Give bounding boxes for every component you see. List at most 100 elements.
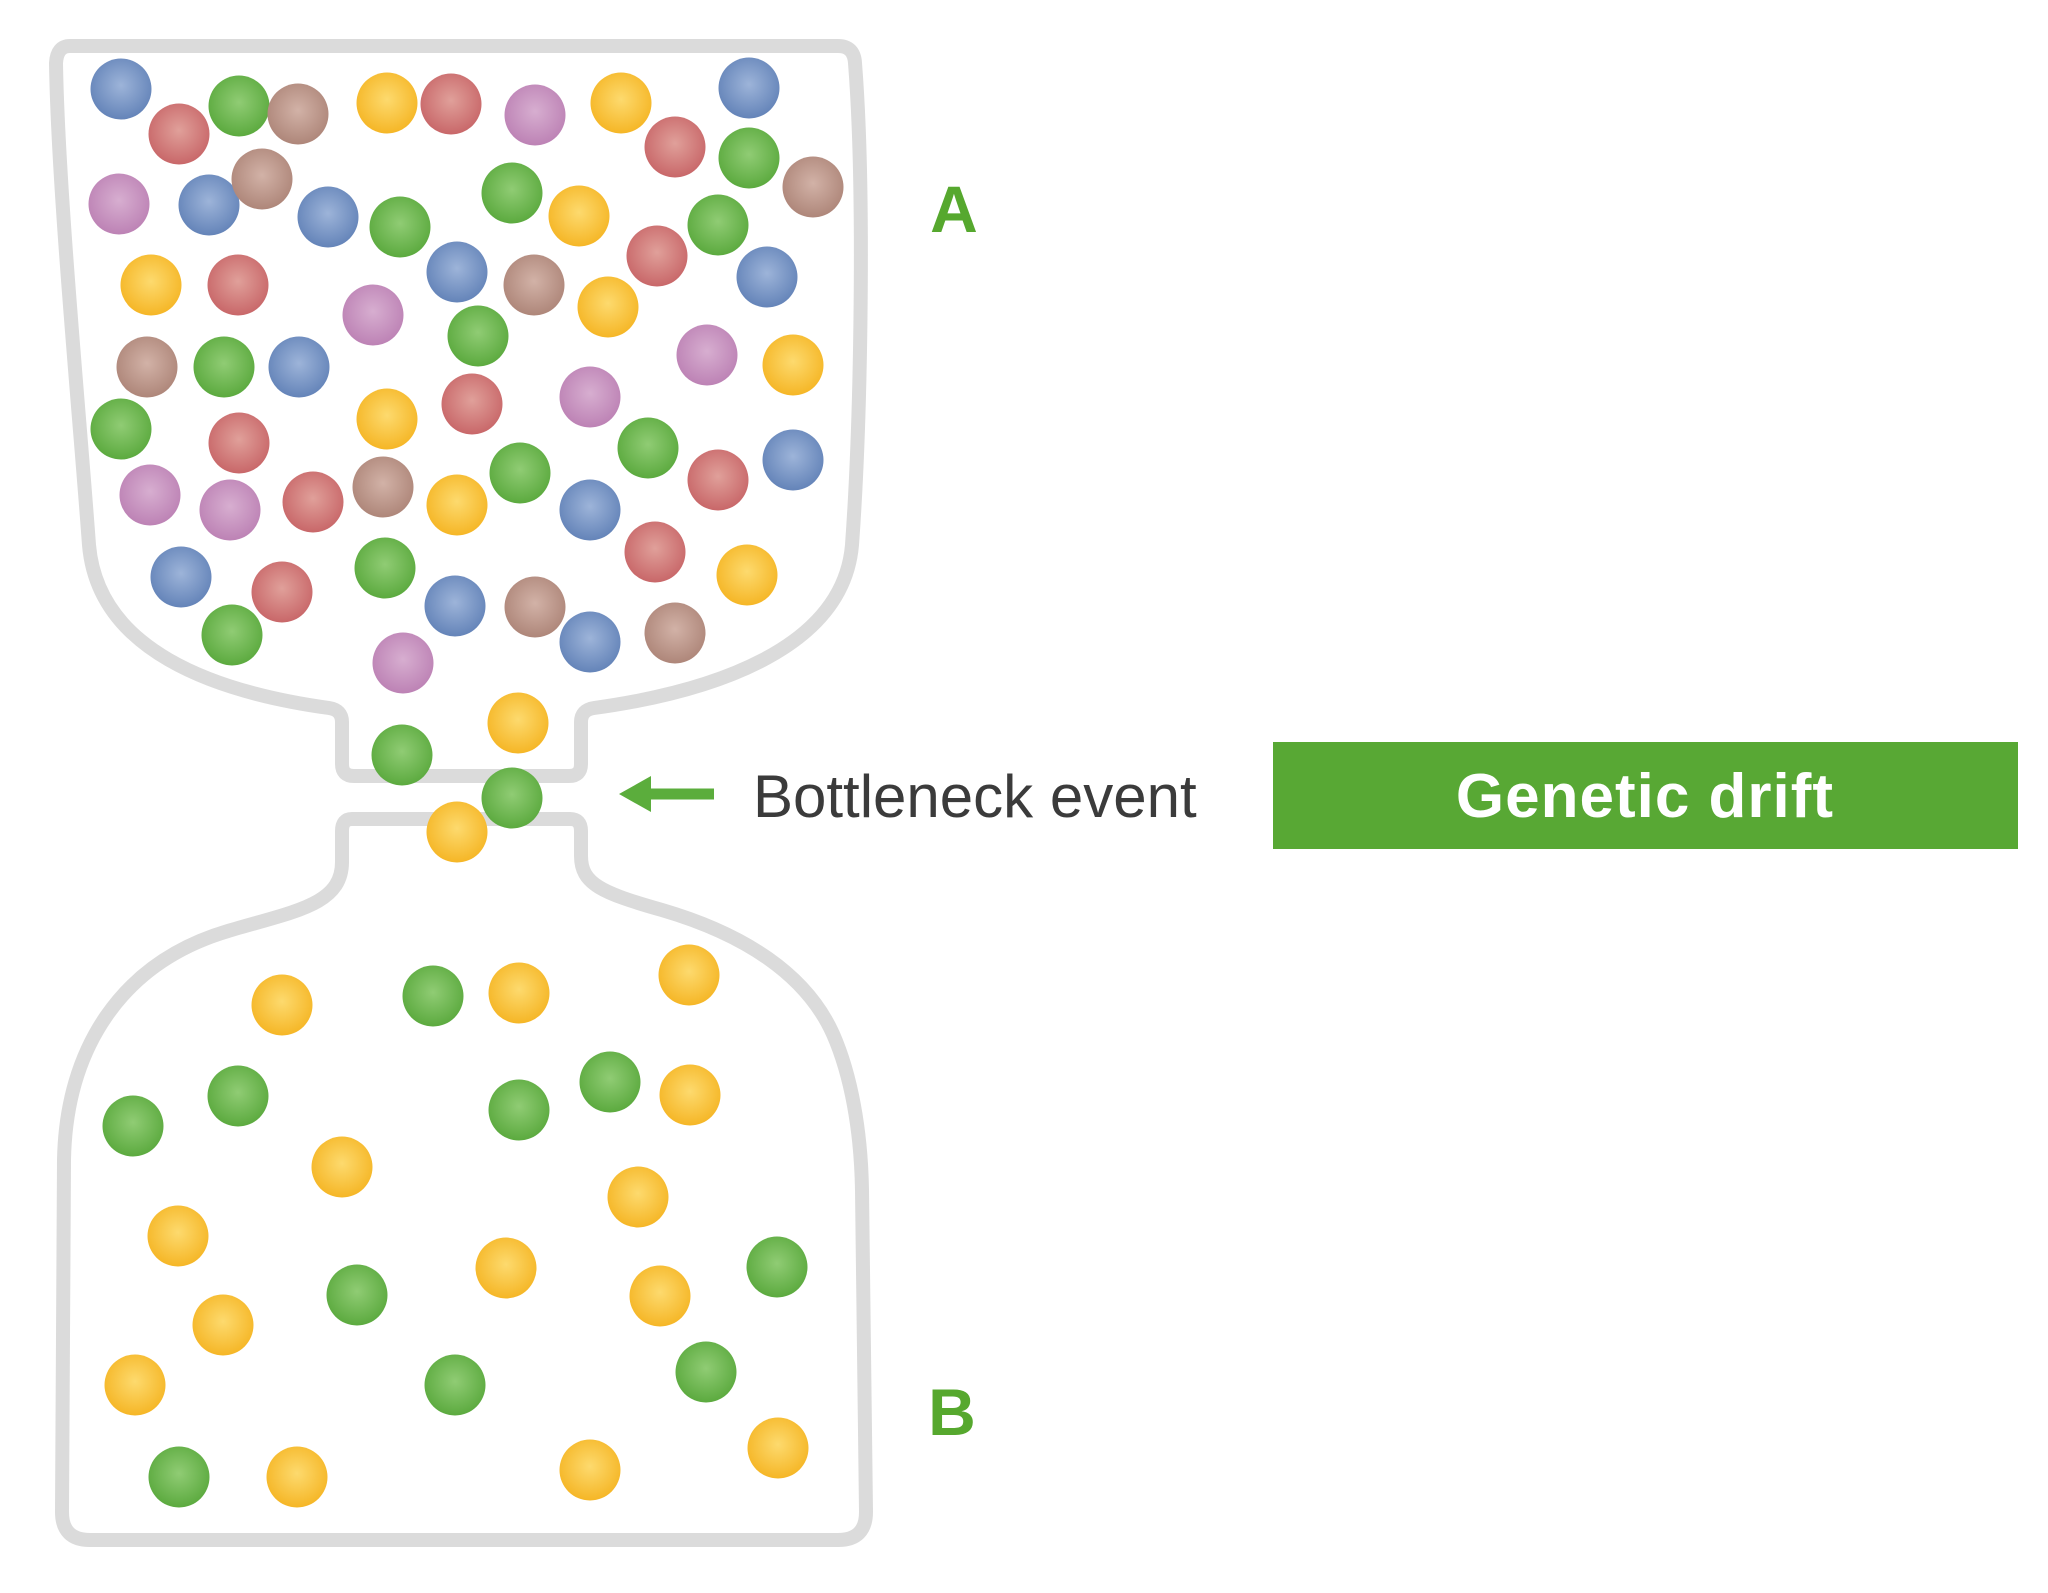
red-allele-dot <box>282 471 344 533</box>
purple-allele-dot <box>342 284 404 346</box>
red-allele-dot <box>687 449 749 511</box>
green-allele-dot <box>675 1341 737 1403</box>
yellow-allele-dot <box>426 801 488 863</box>
yellow-allele-dot <box>762 334 824 396</box>
red-allele-dot <box>208 412 270 474</box>
blue-allele-dot <box>718 57 780 119</box>
yellow-allele-dot <box>356 72 418 134</box>
population-b-label: B <box>928 1375 976 1449</box>
green-allele-dot <box>90 398 152 460</box>
green-allele-dot <box>481 162 543 224</box>
banner-title: Genetic drift <box>1456 762 1834 831</box>
population-a-dots <box>88 57 844 754</box>
blue-allele-dot <box>424 575 486 637</box>
blue-allele-dot <box>268 336 330 398</box>
yellow-allele-dot <box>120 254 182 316</box>
yellow-allele-dot <box>426 474 488 536</box>
red-allele-dot <box>441 373 503 435</box>
purple-allele-dot <box>372 632 434 694</box>
green-allele-dot <box>354 537 416 599</box>
yellow-allele-dot <box>266 1446 328 1508</box>
green-allele-dot <box>746 1236 808 1298</box>
red-allele-dot <box>148 103 210 165</box>
bottleneck-dots <box>371 724 543 863</box>
green-allele-dot <box>579 1051 641 1113</box>
yellow-allele-dot <box>577 276 639 338</box>
green-allele-dot <box>102 1095 164 1157</box>
left-arrow-icon <box>619 776 714 812</box>
brown-allele-dot <box>644 602 706 664</box>
purple-allele-dot <box>559 366 621 428</box>
yellow-allele-dot <box>607 1166 669 1228</box>
population-a-label: A <box>930 172 978 246</box>
yellow-allele-dot <box>147 1205 209 1267</box>
red-allele-dot <box>251 561 313 623</box>
red-allele-dot <box>644 116 706 178</box>
green-allele-dot <box>326 1264 388 1326</box>
blue-allele-dot <box>559 479 621 541</box>
red-allele-dot <box>420 73 482 135</box>
green-allele-dot <box>447 305 509 367</box>
green-allele-dot <box>402 965 464 1027</box>
red-allele-dot <box>207 254 269 316</box>
blue-allele-dot <box>90 58 152 120</box>
green-allele-dot <box>488 1079 550 1141</box>
green-allele-dot <box>201 604 263 666</box>
bottom-chamber-outline <box>55 812 873 1547</box>
yellow-allele-dot <box>251 974 313 1036</box>
blue-allele-dot <box>762 429 824 491</box>
brown-allele-dot <box>267 83 329 145</box>
purple-allele-dot <box>199 479 261 541</box>
brown-allele-dot <box>782 156 844 218</box>
purple-allele-dot <box>88 173 150 235</box>
yellow-allele-dot <box>629 1265 691 1327</box>
purple-allele-dot <box>504 84 566 146</box>
yellow-allele-dot <box>590 72 652 134</box>
brown-allele-dot <box>116 336 178 398</box>
purple-allele-dot <box>676 324 738 386</box>
yellow-allele-dot <box>311 1136 373 1198</box>
green-allele-dot <box>148 1446 210 1508</box>
population-b-dots <box>102 944 809 1508</box>
blue-allele-dot <box>178 174 240 236</box>
yellow-allele-dot <box>488 962 550 1024</box>
brown-allele-dot <box>352 456 414 518</box>
green-allele-dot <box>718 127 780 189</box>
green-allele-dot <box>489 442 551 504</box>
green-allele-dot <box>424 1354 486 1416</box>
blue-allele-dot <box>150 546 212 608</box>
yellow-allele-dot <box>104 1354 166 1416</box>
blue-allele-dot <box>559 611 621 673</box>
purple-allele-dot <box>119 464 181 526</box>
green-allele-dot <box>687 194 749 256</box>
yellow-allele-dot <box>747 1417 809 1479</box>
yellow-allele-dot <box>658 944 720 1006</box>
green-allele-dot <box>207 1065 269 1127</box>
green-allele-dot <box>481 767 543 829</box>
genetic-drift-banner: Genetic drift <box>1273 742 2018 849</box>
brown-allele-dot <box>504 576 566 638</box>
brown-allele-dot <box>231 148 293 210</box>
yellow-allele-dot <box>659 1064 721 1126</box>
yellow-allele-dot <box>192 1294 254 1356</box>
yellow-allele-dot <box>548 185 610 247</box>
yellow-allele-dot <box>475 1237 537 1299</box>
red-allele-dot <box>624 521 686 583</box>
blue-allele-dot <box>426 241 488 303</box>
yellow-allele-dot <box>559 1439 621 1501</box>
green-allele-dot <box>208 75 270 137</box>
green-allele-dot <box>617 417 679 479</box>
blue-allele-dot <box>736 246 798 308</box>
bottleneck-annotation: Bottleneck event <box>619 763 1197 830</box>
yellow-allele-dot <box>716 544 778 606</box>
brown-allele-dot <box>503 254 565 316</box>
green-allele-dot <box>369 196 431 258</box>
bottleneck-label: Bottleneck event <box>753 763 1197 830</box>
green-allele-dot <box>193 336 255 398</box>
red-allele-dot <box>626 225 688 287</box>
yellow-allele-dot <box>356 388 418 450</box>
yellow-allele-dot <box>487 692 549 754</box>
banner-background <box>1273 742 2018 849</box>
